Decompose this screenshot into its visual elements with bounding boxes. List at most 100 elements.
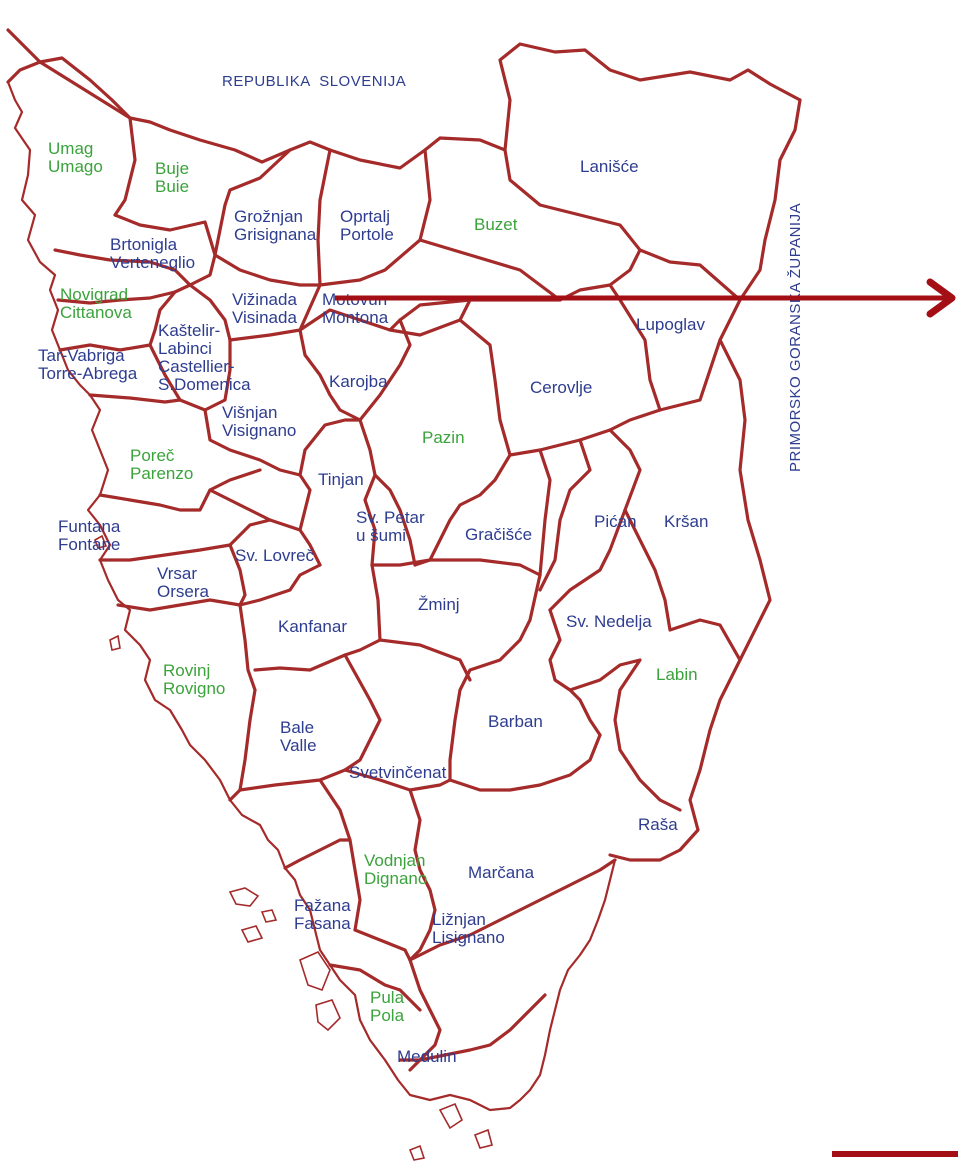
label-line: Parenzo [130, 464, 193, 483]
label-line: Karojba [329, 372, 388, 391]
label-line: Orsera [157, 582, 210, 601]
label-line: Kršan [664, 512, 708, 531]
label-line: Buie [155, 177, 189, 196]
label-line: Funtana [58, 517, 121, 536]
label-line: Grisignana [234, 225, 317, 244]
label-line: u šumi [356, 526, 406, 545]
label-line: Umago [48, 157, 103, 176]
municipal-borders [6, 28, 742, 1072]
label-line: Novigrad [60, 285, 128, 304]
label-line: Portole [340, 225, 394, 244]
label-line: Barban [488, 712, 543, 731]
label-line: Pazin [422, 428, 465, 447]
label-line: S.Domenica [158, 375, 251, 394]
label-line: Lisignano [432, 928, 505, 947]
label-line: Svetvinčenat [349, 763, 447, 782]
label-line: Vodnjan [364, 851, 425, 870]
label-line: Višnjan [222, 403, 277, 422]
islands [94, 534, 493, 1161]
label-line: Bale [280, 718, 314, 737]
label-lanisce: Lanišće [580, 157, 639, 176]
label-line: Pula [370, 988, 405, 1007]
label-line: Visinada [232, 308, 297, 327]
label-line: Fasana [294, 914, 351, 933]
label-line: Buzet [474, 215, 518, 234]
label-line: Poreč [130, 446, 175, 465]
label-line: Lanišće [580, 157, 639, 176]
label-rasa: Raša [638, 815, 678, 834]
label-line: Lupoglav [636, 315, 706, 334]
label-line: Buje [155, 159, 189, 178]
label-nedelja: Sv. Nedelja [566, 612, 652, 631]
label-barban: Barban [488, 712, 543, 731]
label-line: Rovinj [163, 661, 210, 680]
arrow [335, 278, 956, 318]
label-line: Kaštelir- [158, 321, 220, 340]
label-lupoglav: Lupoglav [636, 315, 706, 334]
label-line: Oprtalj [340, 207, 390, 226]
label-line: Dignano [364, 869, 427, 888]
label-zminj: Žminj [418, 595, 460, 614]
label-labin: Labin [656, 665, 698, 684]
label-line: Valle [280, 736, 317, 755]
label-line: Pola [370, 1006, 405, 1025]
label-line: Cerovlje [530, 378, 592, 397]
label-buzet: Buzet [474, 215, 518, 234]
label-line: Brtonigla [110, 235, 178, 254]
label-line: Fontane [58, 535, 120, 554]
label-line: Visignano [222, 421, 296, 440]
arrow-head [926, 278, 956, 318]
label-line: Tinjan [318, 470, 364, 489]
label-line: Grožnjan [234, 207, 303, 226]
label-pazin: Pazin [422, 428, 465, 447]
label-line: Gračišće [465, 525, 532, 544]
label-line: Sv. Petar [356, 508, 425, 527]
label-line: Montona [322, 308, 389, 327]
label-line: Marčana [468, 863, 535, 882]
label-lovrec: Sv. Lovreč [235, 546, 315, 565]
label-line: Ližnjan [432, 910, 486, 929]
label-krsan: Kršan [664, 512, 708, 531]
label-pican: Pićan [594, 512, 637, 531]
label-marcana: Marčana [468, 863, 535, 882]
primorje-gorski-kotar-label: PRIMORSKO GORANSKA ŽUPANIJA [787, 203, 804, 472]
label-cerovlje: Cerovlje [530, 378, 592, 397]
label-line: Cittanova [60, 303, 132, 322]
label-line: Medulin [397, 1047, 457, 1066]
label-line: Vrsar [157, 564, 197, 583]
label-line: Pićan [594, 512, 637, 531]
label-line: Fažana [294, 896, 351, 915]
label-karojba: Karojba [329, 372, 388, 391]
label-svetvincenat: Svetvinčenat [349, 763, 447, 782]
label-line: Labinci [158, 339, 212, 358]
label-gracisce: Gračišće [465, 525, 532, 544]
label-tinjan: Tinjan [318, 470, 364, 489]
label-line: Torre-Abrega [38, 364, 138, 383]
label-line: Umag [48, 139, 93, 158]
label-line: Castellier- [158, 357, 235, 376]
label-line: Kanfanar [278, 617, 347, 636]
label-line: Žminj [418, 595, 460, 614]
label-line: Sv. Lovreč [235, 546, 315, 565]
label-kanfanar: Kanfanar [278, 617, 347, 636]
label-line: Vižinada [232, 290, 297, 309]
label-line: Rovigno [163, 679, 225, 698]
